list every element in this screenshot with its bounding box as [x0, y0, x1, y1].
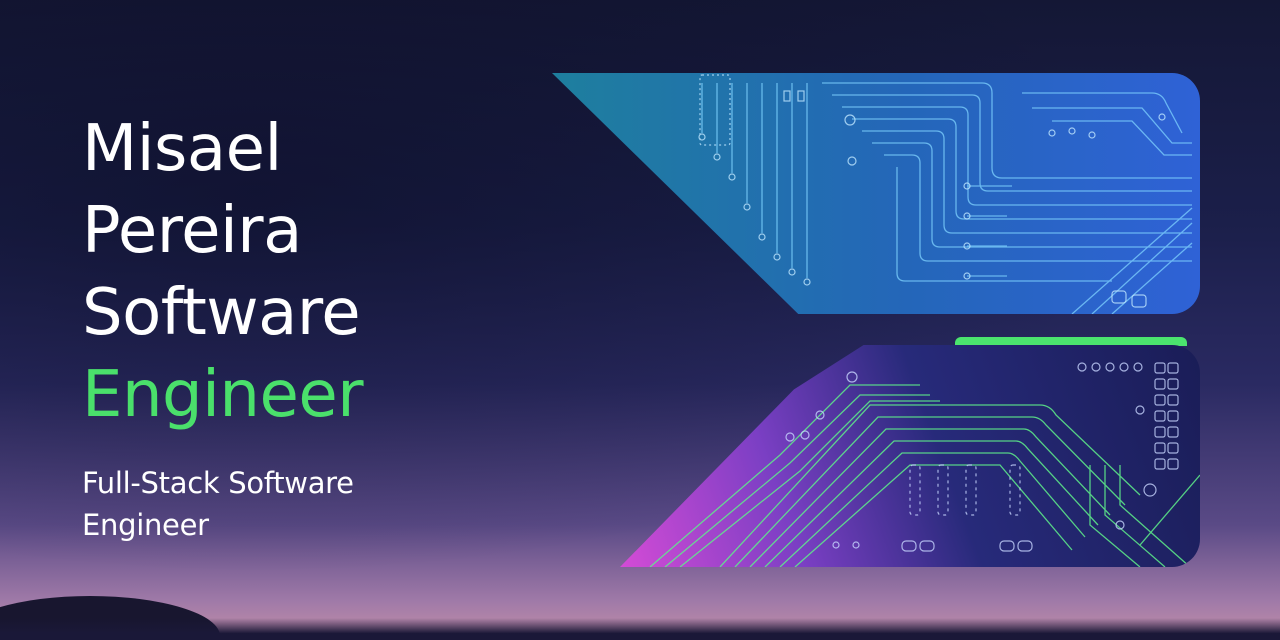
headline-last-name: Pereira: [82, 194, 302, 268]
circuit-board-top-icon: [698, 74, 1193, 314]
headline-first-name: Misael: [82, 112, 282, 186]
headline-role-word-2: Engineer: [82, 358, 364, 432]
headline-role-word-1: Software: [82, 276, 361, 350]
subtitle-line-2: Engineer: [82, 508, 209, 542]
subtitle-line-1: Full-Stack Software: [82, 466, 354, 500]
subtitle: Full-Stack Software Engineer: [82, 462, 442, 546]
horizon-line: [0, 618, 1280, 640]
headline: Misael Pereira Software Engineer: [82, 108, 364, 436]
accent-bar: [955, 337, 1187, 346]
circuit-board-bottom-icon: [649, 362, 1200, 567]
